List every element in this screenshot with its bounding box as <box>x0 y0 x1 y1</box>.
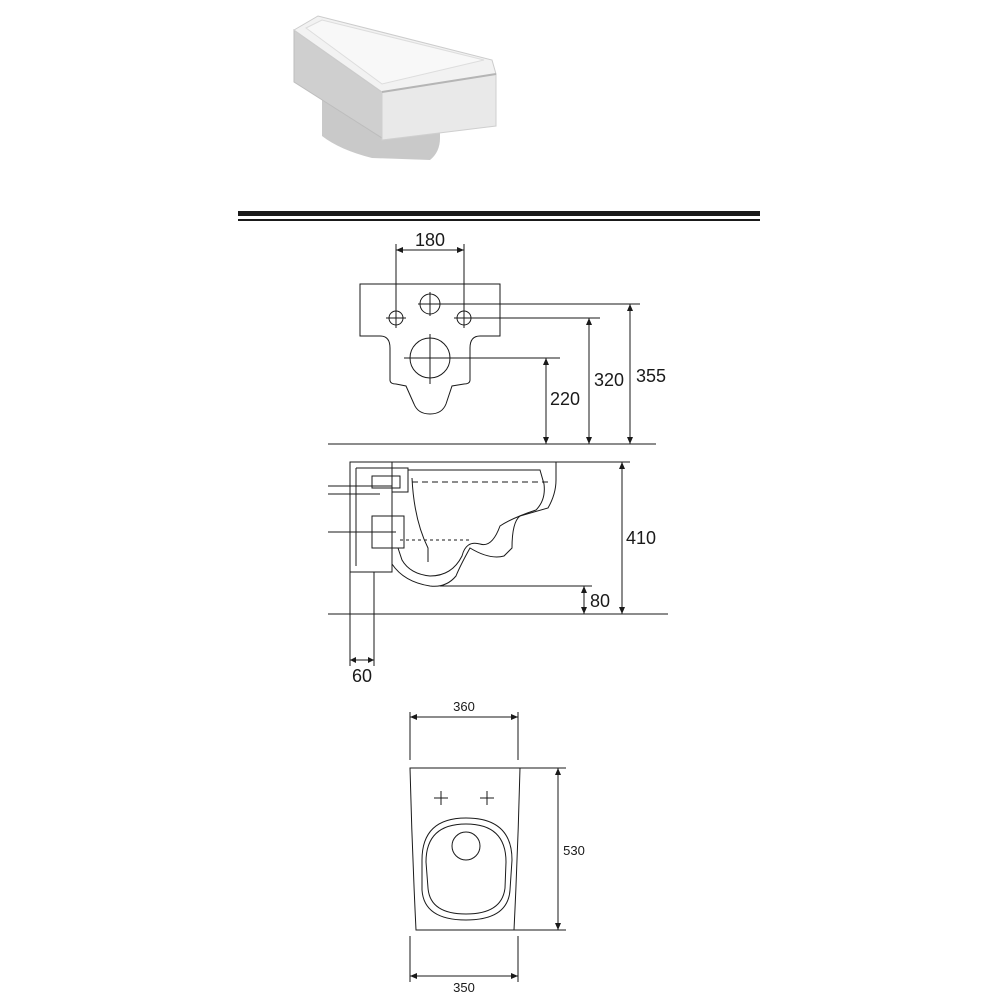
dim-bottom-width-350: 350 <box>453 980 475 995</box>
dim-height-355: 355 <box>636 366 666 386</box>
dim-height-320: 320 <box>594 370 624 390</box>
seat-ring-inner <box>425 823 507 915</box>
bowl-outline <box>391 461 557 587</box>
top-bolts <box>434 791 494 805</box>
separator-rule <box>238 211 760 221</box>
top-view <box>409 712 566 982</box>
product-photo <box>293 15 497 160</box>
dim-length-530: 530 <box>563 843 585 858</box>
front-outline <box>359 283 501 415</box>
bowl-hole <box>451 831 481 861</box>
dim-top-width-360: 360 <box>453 699 475 714</box>
seat-ring-outer <box>421 817 513 921</box>
side-view <box>328 461 668 666</box>
front-view <box>328 244 656 445</box>
dim-wall-depth-60: 60 <box>352 666 372 686</box>
dim-height-220: 220 <box>550 389 580 409</box>
dim-total-height-410: 410 <box>626 528 656 548</box>
dim-bottom-offset-80: 80 <box>590 591 610 611</box>
dim-hole-spacing: 180 <box>415 230 445 250</box>
